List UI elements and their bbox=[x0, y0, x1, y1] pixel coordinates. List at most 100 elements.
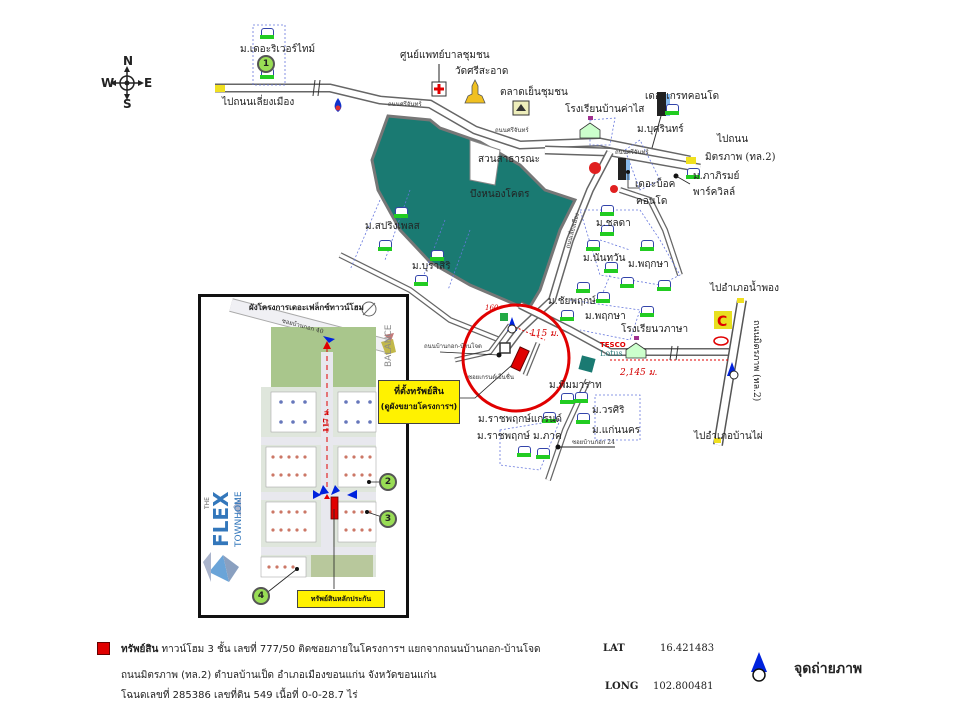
footer-line-1-text: ทาวน์โฮม 3 ชั้น เลขที่ 777/50 ติดซอยภายใ… bbox=[158, 644, 541, 655]
label-school-2: โรงเรียนวภาษา bbox=[621, 324, 689, 335]
label-village-pakirom-1: ม.ภาภิรมย์ bbox=[693, 171, 740, 182]
village-icon bbox=[542, 412, 556, 423]
label-village-busarin: ม.บุศรินทร์ bbox=[637, 124, 684, 135]
svg-text:C: C bbox=[717, 314, 727, 330]
brand-flex: FLEX bbox=[209, 491, 233, 548]
label-dist-160: 160 bbox=[485, 304, 499, 312]
lat-label: LAT bbox=[603, 643, 625, 654]
village-icon bbox=[560, 310, 574, 321]
compass-icon bbox=[110, 66, 144, 100]
label-temple: วัดศรีสะอาด bbox=[455, 66, 509, 77]
landmark-icon-2 bbox=[610, 185, 618, 193]
village-icon bbox=[378, 240, 392, 251]
school-icon-2 bbox=[625, 336, 647, 359]
label-village-pruksa-2: ม.พฤกษา bbox=[585, 311, 626, 322]
big-c-icon: C bbox=[714, 311, 732, 330]
village-icon bbox=[517, 446, 531, 457]
compass-west: W bbox=[101, 76, 115, 90]
gas-station-icon bbox=[334, 98, 342, 112]
village-icon bbox=[260, 28, 274, 39]
seven-eleven-icon bbox=[500, 313, 508, 321]
toyota-icon bbox=[713, 336, 729, 346]
village-icon bbox=[574, 392, 588, 403]
marker-4: 4 bbox=[252, 587, 270, 605]
compass-north: N bbox=[123, 54, 134, 68]
park-area bbox=[469, 139, 501, 186]
inset-property-callout: ทรัพย์สินหลักประกัน bbox=[297, 590, 385, 608]
inset-title: ผังโครงการเดอะเฟล็กซ์ทาวน์โฮม bbox=[249, 302, 364, 312]
road-diagonal bbox=[338, 252, 502, 343]
footer-line-1: ทรัพย์สิน ทาวน์โฮม 3 ชั้น เลขที่ 777/50 … bbox=[121, 642, 541, 657]
village-icon bbox=[414, 275, 428, 286]
label-highway: ถนนมิตรภาพ (ทล.2) bbox=[751, 320, 761, 402]
label-soi-24: ซอยบ้านกอก 24 bbox=[572, 439, 615, 446]
brand-balance: BALANCE bbox=[384, 324, 394, 367]
photo-point-legend-icon bbox=[751, 652, 767, 682]
highlight-circle bbox=[461, 303, 571, 413]
legend-photo-point-label: จุดถ่ายภาพ bbox=[794, 661, 863, 677]
village-icon bbox=[604, 262, 618, 273]
property-marker-main bbox=[510, 346, 530, 372]
footer-bold-label: ทรัพย์สิน bbox=[121, 644, 159, 655]
label-road-top-1: ถนนศรีจันทร์ bbox=[388, 101, 422, 108]
project-plan-graphic bbox=[203, 298, 396, 596]
village-icon bbox=[640, 240, 654, 251]
label-village-pimarat: ม.พิมมาราท bbox=[549, 380, 602, 391]
label-to-mittraphap-2: มิตรภาพ (ทล.2) bbox=[705, 152, 776, 163]
label-village-rachapruk-1: ม.ราชพฤกษ์แกรนด์ bbox=[478, 414, 563, 425]
lat-value: 16.421483 bbox=[660, 643, 715, 654]
label-lake: บึงหนองโคตร bbox=[470, 189, 530, 200]
label-to-mittraphap-1: ไปถนน bbox=[717, 134, 749, 145]
lake-nong-khot bbox=[370, 114, 578, 312]
marker-2: 2 bbox=[379, 473, 397, 491]
label-road-top-3: ถนนศรีจันทร์ bbox=[615, 149, 649, 156]
label-village-chaipruk: ม.ชัยพฤกษ์ bbox=[548, 296, 596, 307]
label-village-pruksa-1: ม.พฤกษา bbox=[628, 259, 669, 270]
brand-the: THE bbox=[204, 497, 211, 509]
compass-south: S bbox=[123, 97, 132, 111]
callout-line-2: (ดูผังขยายโครงการฯ) bbox=[380, 402, 458, 411]
road-east bbox=[518, 301, 730, 356]
label-to-nampong: ไปอำเภอน้ำพอง bbox=[710, 283, 779, 294]
callout-line-1: ที่ตั้งทรัพย์สิน bbox=[394, 387, 444, 397]
village-icon bbox=[536, 448, 550, 459]
marker-1-map: 1 bbox=[257, 55, 275, 73]
legend-property-swatch bbox=[97, 642, 110, 655]
label-to-banphai: ไปอำเภอบ้านไผ่ bbox=[694, 431, 763, 442]
village-icon bbox=[596, 292, 610, 303]
condo-icon-2 bbox=[618, 158, 640, 189]
label-to-bypass: ไปถนนเลี่ยงเมือง bbox=[222, 97, 295, 108]
photo-point-icon-map bbox=[507, 317, 517, 334]
footer-line-2: ถนนมิตรภาพ (ทล.2) ตำบลบ้านเป็ด อำเภอเมือ… bbox=[121, 670, 437, 681]
village-icon bbox=[430, 250, 444, 261]
village-icon bbox=[576, 282, 590, 293]
village-icon bbox=[640, 306, 654, 317]
village-icon bbox=[600, 225, 614, 236]
label-village-rachapruk-2: ม.ราชพฤกษ์ ม.ภาค bbox=[477, 431, 562, 442]
label-road-top-2: ถนนศรีจันทร์ bbox=[495, 127, 529, 134]
photo-point-icon-highway bbox=[727, 362, 739, 380]
property-location-callout: ที่ตั้งทรัพย์สิน (ดูผังขยายโครงการฯ) bbox=[378, 380, 460, 424]
project-plan-inset: ผังโครงการเดอะเฟล็กซ์ทาวน์โฮม ซอยบ้านกอก… bbox=[198, 294, 409, 618]
label-dist-2145: 2,145 ม. bbox=[620, 368, 658, 378]
label-condo-2-1: เดอะบ็อค bbox=[635, 179, 676, 190]
label-village-burasiri: ม.บุราสิริ bbox=[412, 261, 451, 272]
school-icon-1 bbox=[579, 116, 601, 139]
label-village-pakirom-2: พาร์ควิลล์ bbox=[693, 187, 736, 198]
temple-buddha-icon bbox=[464, 79, 486, 104]
marker-3: 3 bbox=[379, 510, 397, 528]
label-village-1: ม.เดอะริเวอร์ไทม์ bbox=[240, 44, 316, 55]
label-school-1: โรงเรียนบ้านค่าไส bbox=[565, 104, 645, 115]
label-village-noonwan: ม.นันทวัน bbox=[583, 253, 626, 264]
label-park: สวนสาธารณะ bbox=[478, 154, 541, 165]
label-road-bankok: ถนนบ้านกอก-บ้านโจด bbox=[424, 343, 482, 350]
village-icon bbox=[600, 205, 614, 216]
hospital-icon bbox=[431, 64, 447, 97]
label-village-saprang: ม.สปริงเพลส bbox=[365, 221, 420, 232]
label-market: ตลาดเย็นชุมชน bbox=[500, 87, 568, 98]
brand-townhome: TOWNHOME bbox=[234, 491, 244, 547]
label-road-small: ซอยเกรนด์เย็นชื่น bbox=[468, 374, 514, 381]
market-icon bbox=[512, 100, 530, 116]
village-icon bbox=[657, 280, 671, 291]
